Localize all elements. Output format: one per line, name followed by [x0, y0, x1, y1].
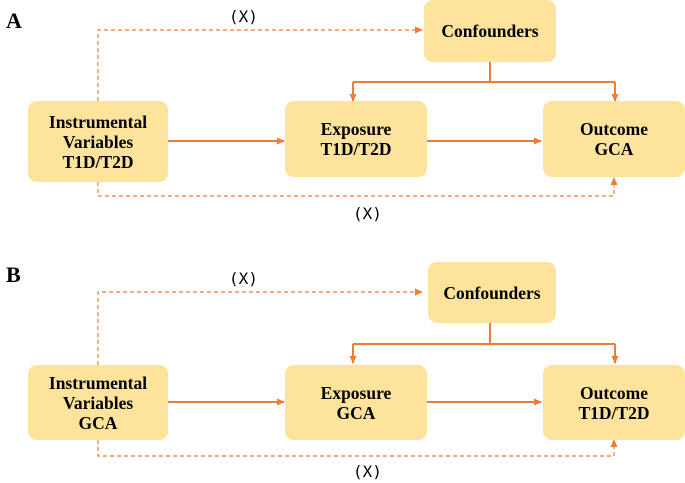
blocked-path-label: (X) — [353, 204, 382, 223]
node-line: Exposure — [320, 119, 392, 139]
panel-label: A — [6, 8, 22, 33]
instrumental-variables-node: Instrumental Variables GCA — [28, 365, 168, 440]
node-line: Confounders — [443, 282, 541, 303]
blocked-path-label: (X) — [229, 7, 258, 26]
node-line: Variables — [62, 131, 134, 152]
outcome-node: Outcome T1D/T2D — [543, 365, 685, 440]
node-line: T1D/T2D — [62, 151, 134, 172]
confounders-node: Confounders — [428, 262, 556, 323]
node-line: Outcome — [579, 119, 649, 139]
panel-label: B — [6, 262, 21, 287]
node-line: T1D/T2D — [578, 402, 650, 423]
node-line: GCA — [78, 412, 118, 433]
node-line: Exposure — [320, 382, 392, 403]
dashed-path-to-outcome — [97, 439, 618, 457]
node-line: GCA — [336, 402, 376, 423]
exposure-node: Exposure GCA — [285, 365, 427, 440]
confounders-node: Confounders — [424, 0, 556, 62]
node-line: Instrumental — [48, 372, 148, 393]
dashed-path-to-confounders — [97, 288, 423, 365]
instrumental-variables-node: Instrumental Variables T1D/T2D — [28, 101, 168, 182]
node-line: Instrumental — [48, 111, 148, 132]
blocked-path-label: (X) — [229, 269, 258, 288]
node-line: GCA — [594, 139, 634, 159]
blocked-path-label: (X) — [353, 462, 382, 481]
exposure-node: Exposure T1D/T2D — [285, 101, 427, 177]
dashed-path-to-outcome — [97, 177, 618, 197]
node-line: T1D/T2D — [320, 139, 392, 159]
dashed-path-to-confounders — [97, 26, 423, 101]
node-line: Outcome — [579, 382, 649, 403]
node-line: Confounders — [441, 21, 539, 41]
node-line: Variables — [62, 392, 134, 413]
outcome-node: Outcome GCA — [543, 101, 685, 177]
